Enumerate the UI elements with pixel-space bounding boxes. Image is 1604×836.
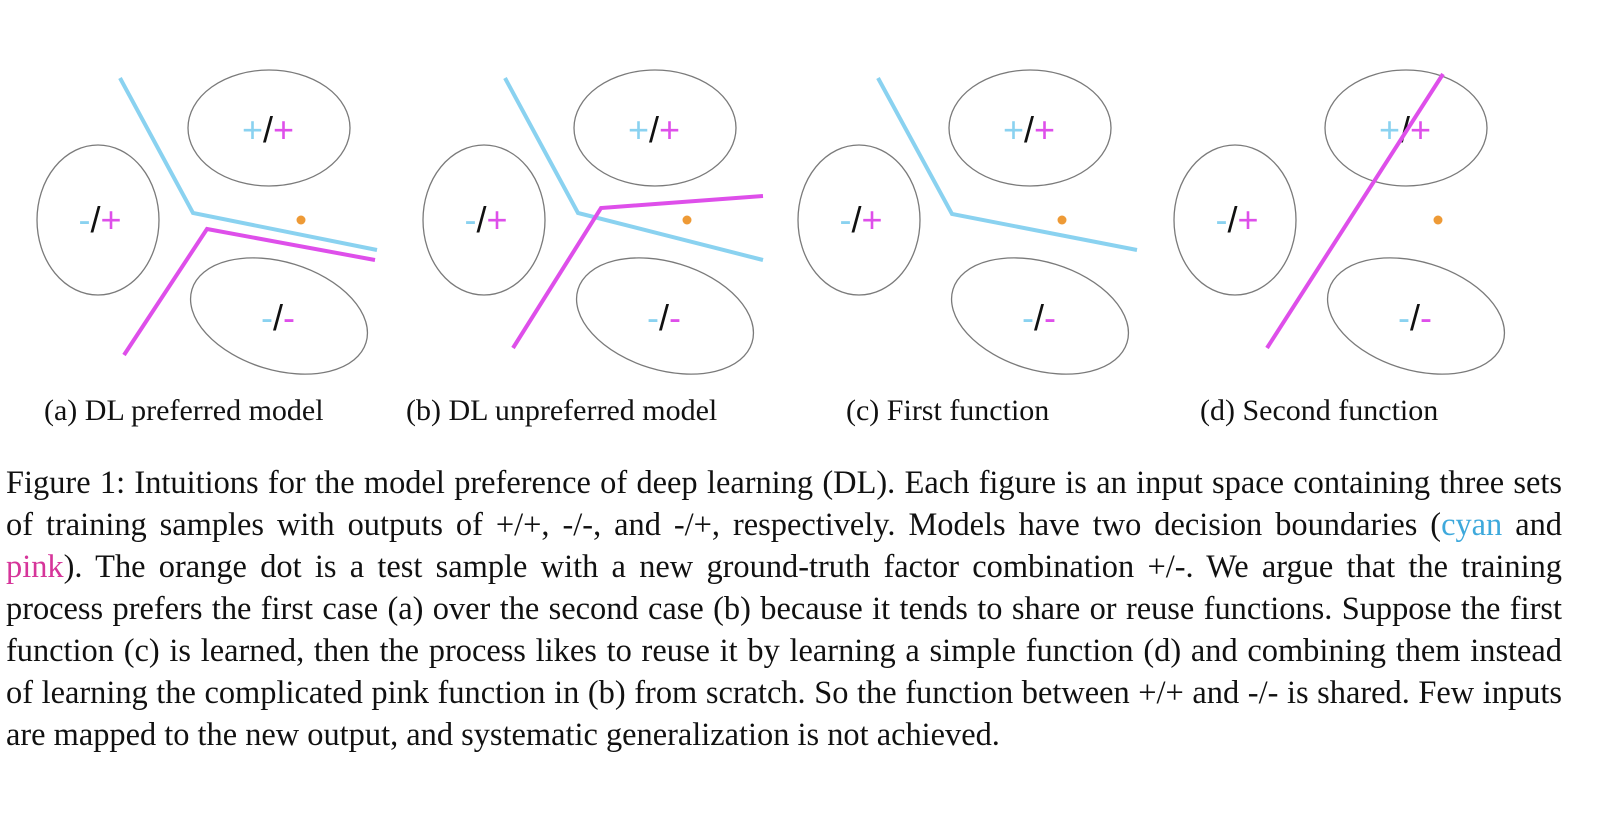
test-sample-dot: [682, 215, 692, 225]
cluster-label-left: -/+: [464, 199, 507, 240]
caption-pink-word: pink: [6, 549, 64, 585]
caption-text-2: ). The orange dot is a test sample with …: [6, 549, 1562, 753]
caption-cyan-word: cyan: [1441, 507, 1503, 543]
cluster-ellipse-left: [422, 144, 546, 296]
pink-boundary: [1265, 72, 1445, 350]
cluster-ellipse-bottom: [1326, 257, 1506, 375]
cluster-ellipse-bottom: [189, 257, 369, 375]
cluster-ellipse-top: [948, 69, 1112, 187]
subcaption-b: (b) DL unpreferred model: [406, 394, 718, 427]
pink-boundary: [122, 226, 376, 357]
caption-and: and: [1502, 507, 1562, 543]
cluster-ellipse-left: [797, 144, 921, 296]
cluster-label-top: +/+: [242, 109, 294, 150]
test-sample-dot: [296, 215, 306, 225]
cyan-boundary: [118, 77, 378, 252]
cluster-ellipse-left: [36, 144, 160, 296]
panel-c: +/+ -/+ -/-: [797, 69, 1138, 375]
cluster-label-top: +/+: [628, 109, 680, 150]
cluster-ellipse-left: [1173, 144, 1297, 296]
cluster-label-top: +/+: [1003, 109, 1055, 150]
cluster-ellipse-bottom: [950, 257, 1130, 375]
pink-boundary: [511, 194, 764, 350]
cluster-ellipse-bottom: [575, 257, 755, 375]
cluster-label-bottom: -/-: [1022, 297, 1056, 338]
test-sample-dot: [1057, 215, 1067, 225]
panel-d: +/+-/+-/-: [1173, 69, 1506, 375]
cluster-label-left: -/+: [1215, 199, 1258, 240]
cluster-label-bottom: -/-: [647, 297, 681, 338]
test-sample-dot: [1433, 215, 1443, 225]
cyan-boundary: [876, 77, 1138, 252]
figure-1-panels: +/+-/+-/-+/+-/+-/-+/+-/+-/-+/+-/+-/-: [36, 69, 1506, 375]
cluster-ellipse-top: [187, 69, 351, 187]
cyan-boundary: [503, 77, 764, 262]
figure-caption: Figure 1: Intuitions for the model prefe…: [6, 462, 1562, 756]
subcaption-a: (a) DL preferred model: [44, 394, 324, 427]
cluster-ellipse-top: [1324, 69, 1488, 187]
caption-text-1: Figure 1: Intuitions for the model prefe…: [6, 465, 1562, 543]
cluster-label-left: -/+: [839, 199, 882, 240]
panel-b: +/+ -/+ -/-: [422, 69, 764, 375]
cluster-label-bottom: -/-: [261, 297, 295, 338]
cluster-label-bottom: -/-: [1398, 297, 1432, 338]
subcaption-c: (c) First function: [846, 394, 1050, 427]
subcaption-d: (d) Second function: [1200, 394, 1439, 427]
cluster-ellipse-top: [573, 69, 737, 187]
panel-a: +/+ -/+ -/-: [36, 69, 378, 375]
cluster-label-left: -/+: [78, 199, 121, 240]
